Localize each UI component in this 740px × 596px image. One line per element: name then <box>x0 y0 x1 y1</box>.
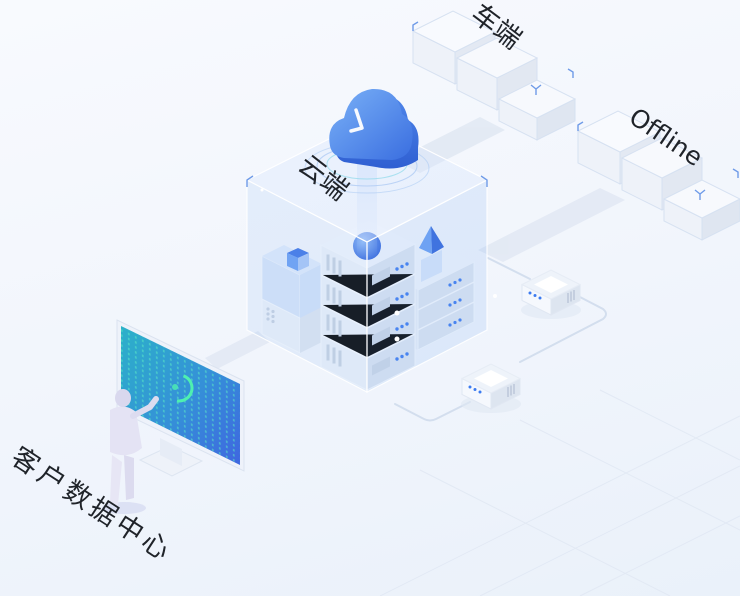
corner-brackets <box>577 121 739 200</box>
screen-progress-ring <box>164 373 194 403</box>
cloud-clock-icon <box>304 88 430 194</box>
clock-hands-icon <box>349 108 364 133</box>
corner-brackets <box>246 175 488 187</box>
edge-wires <box>394 257 607 422</box>
monitor <box>116 319 245 477</box>
edge-server-2 <box>460 363 522 413</box>
corner-brackets <box>412 21 574 95</box>
screen-data-dots <box>121 326 240 465</box>
beam-cloud-to-vehicle <box>395 117 505 173</box>
monitor-stand-neck <box>160 438 182 466</box>
pyramid-icon <box>419 226 432 254</box>
cube-icon <box>287 248 309 271</box>
server-stack-left <box>261 245 322 354</box>
cloud-server-cluster <box>261 221 475 391</box>
glass-box <box>662 179 740 241</box>
floor-grid <box>379 389 740 596</box>
beam-cloud-to-datacenter <box>205 331 270 369</box>
screen-center-dot <box>172 384 178 390</box>
vehicle-cluster <box>411 10 577 141</box>
offline-cluster <box>576 110 740 241</box>
glass-cube <box>245 119 489 393</box>
glass-box <box>497 79 577 141</box>
beam-cloud-to-offline <box>478 188 625 262</box>
connector-beams <box>205 117 625 369</box>
sparkles <box>260 188 497 342</box>
edge-server-1 <box>520 269 582 319</box>
glass-box <box>455 37 539 111</box>
person-figure <box>102 389 159 514</box>
